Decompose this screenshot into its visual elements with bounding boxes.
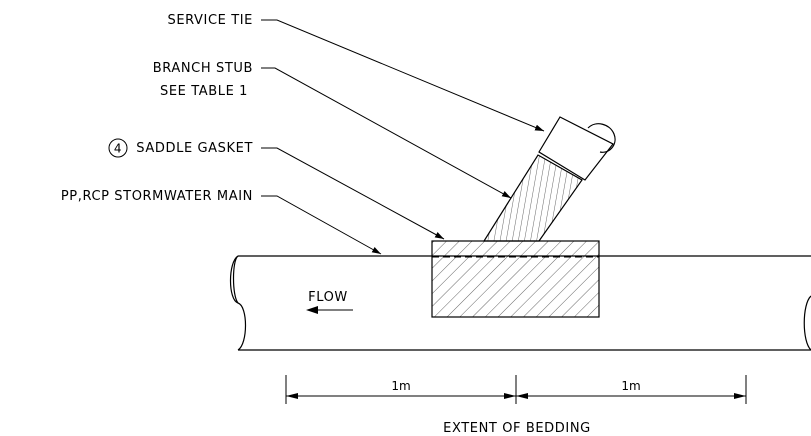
branch-stub-label-line2: SEE TABLE 1 [160,84,248,99]
service-tie-label: SERVICE TIE [167,13,253,28]
saddle-gasket [431,240,600,318]
dimension-line [285,375,747,404]
callout-circle [108,138,128,158]
leader-lines [261,19,545,255]
branch-stub [482,154,583,242]
flow-label: FLOW [308,290,348,305]
dimension-left-label: 1m [391,379,410,393]
saddle-gasket-label: SADDLE GASKET [136,141,253,156]
flow-arrow [306,306,353,314]
extent-of-bedding-label: EXTENT OF BEDDING [443,421,591,436]
branch-stub-label-line1: BRANCH STUB [153,61,253,76]
dimension-right-label: 1m [621,379,640,393]
callout-number: 4 [114,142,122,156]
service-tie [538,116,616,181]
stormwater-main-label: PP,RCP STORMWATER MAIN [61,189,253,204]
